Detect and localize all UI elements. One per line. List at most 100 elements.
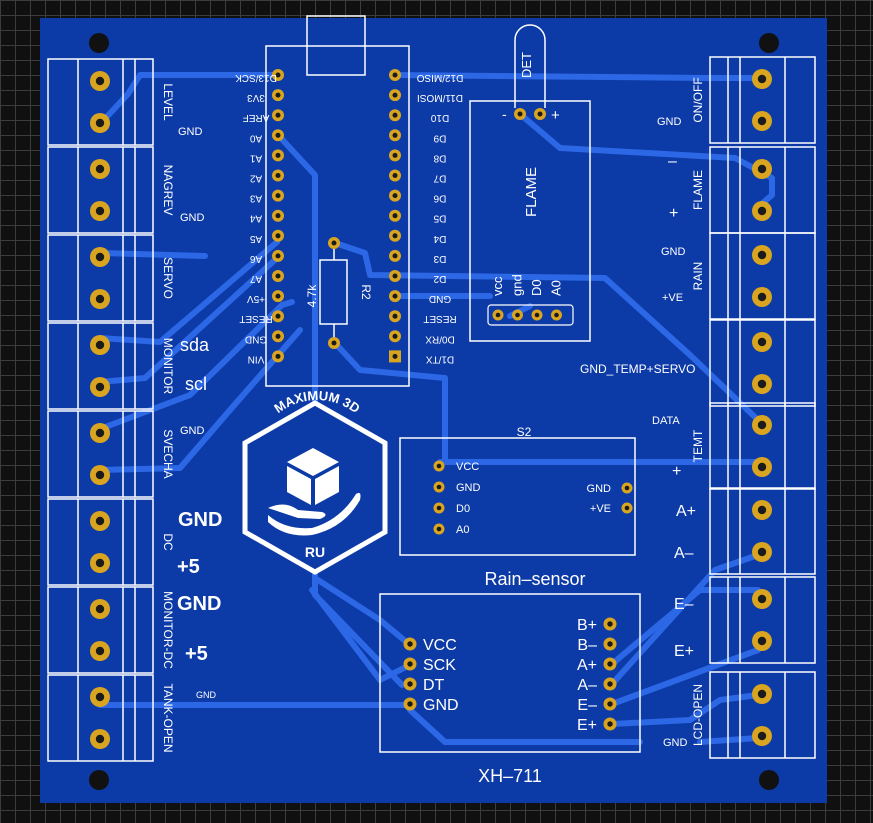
hx711-right-pin-pad bbox=[603, 637, 617, 651]
hx711-right-pin-label: B+ bbox=[577, 617, 597, 634]
terminal-pad bbox=[90, 465, 110, 485]
rain-left-pin-pad bbox=[433, 481, 445, 493]
hx711-left-pin-label: VCC bbox=[423, 637, 457, 654]
nano-right-pin-label: RESET bbox=[423, 313, 456, 324]
nano-right-pin-label: D11/MOSI bbox=[417, 92, 463, 103]
nano-left-pin-pad bbox=[272, 69, 284, 81]
mdc-gnd-label: GND bbox=[177, 593, 221, 615]
hx711-right-pin-label: B– bbox=[577, 637, 597, 654]
hx711-right-pin-label: E+ bbox=[577, 717, 597, 734]
nano-right-pin-label: D3 bbox=[433, 253, 446, 264]
flame-plus-label: + bbox=[551, 107, 560, 124]
terminal-label: SERVO bbox=[161, 257, 175, 299]
terminal-label: NAGREV bbox=[161, 165, 175, 216]
hx711-right-pin-pad bbox=[603, 617, 617, 631]
flame-pin-label: D0 bbox=[529, 279, 544, 296]
nano-right-pin-pad bbox=[389, 229, 401, 242]
right-side-labels: GND – + GND +VE GND_TEMP+SERVO DATA + A+… bbox=[580, 116, 696, 749]
terminal-pad bbox=[752, 245, 772, 265]
terminal-label: FLAME bbox=[691, 170, 705, 210]
nano-left-pin-pad bbox=[272, 270, 284, 282]
rain-sensor-footprint: S2 Rain–sensor bbox=[399, 425, 636, 589]
nagrev-gnd-label: GND bbox=[180, 212, 205, 224]
terminal-pad bbox=[90, 687, 110, 707]
data-label: DATA bbox=[652, 415, 680, 427]
rain-left-pin-label: A0 bbox=[456, 524, 469, 536]
flame-pin-label: A0 bbox=[549, 280, 564, 296]
terminal-pad bbox=[752, 332, 772, 352]
terminal-pad bbox=[752, 415, 772, 435]
mounting-holes bbox=[89, 33, 779, 790]
terminal-block-right-2: RAIN bbox=[691, 232, 816, 320]
nano-left-pin-pad bbox=[272, 169, 284, 182]
terminal-pad bbox=[752, 69, 772, 89]
terminal-block-left-0: LEVEL bbox=[47, 58, 175, 146]
level-gnd-label: GND bbox=[178, 126, 203, 138]
terminal-label: ON/OFF bbox=[691, 77, 705, 122]
nano-right-pin-label: D10 bbox=[430, 112, 449, 123]
terminal-label: SVECHA bbox=[161, 429, 175, 478]
nano-right-pin-pad bbox=[389, 310, 401, 323]
terminal-pad bbox=[90, 113, 110, 133]
terminal-pad bbox=[752, 287, 772, 307]
terminal-block-left-1: NAGREV bbox=[47, 146, 175, 234]
nano-left-pin-pad bbox=[272, 149, 284, 162]
flame-plus-terminal-label: + bbox=[669, 205, 678, 222]
nano-left-pin-label: D13/SCK bbox=[235, 72, 277, 83]
terminal-label: TEMT bbox=[691, 429, 705, 462]
flame-pin-pad bbox=[551, 309, 562, 321]
terminal-label: DC bbox=[161, 533, 175, 551]
nano-left-pins: D13/SCK3V3AREFA0A1A2A3A4A5A6A7+5VRESETGN… bbox=[235, 69, 284, 364]
hx711-left-pin-label: SCK bbox=[423, 657, 456, 674]
rain-left-pin-label: VCC bbox=[456, 461, 479, 473]
terminal-pad bbox=[90, 729, 110, 749]
terminal-pad bbox=[90, 201, 110, 221]
terminal-block-left-4: SVECHA bbox=[47, 410, 175, 498]
terminal-label: MONITOR-DC bbox=[161, 591, 175, 669]
nano-left-pin-label: RESET bbox=[239, 313, 272, 324]
terminal-pad bbox=[752, 726, 772, 746]
rain-left-pin-label: GND bbox=[456, 482, 481, 494]
terminal-pad bbox=[90, 641, 110, 661]
temt-plus-label: + bbox=[672, 463, 681, 480]
hx711-footprint: XH–711 bbox=[379, 593, 641, 786]
terminal-block-left-3: MONITOR bbox=[47, 322, 175, 410]
sda-label: sda bbox=[180, 335, 210, 355]
nano-right-pin-pad bbox=[389, 129, 401, 142]
arduino-nano-footprint bbox=[265, 15, 410, 387]
terminal-pad bbox=[90, 289, 110, 309]
terminal-label: TANK-OPEN bbox=[161, 683, 175, 752]
nano-right-pin-pad bbox=[389, 330, 401, 343]
terminal-pad bbox=[90, 377, 110, 397]
nano-square-pin-pad bbox=[389, 350, 401, 363]
terminal-block-left-5: DC bbox=[47, 498, 175, 586]
nano-left-pin-label: A3 bbox=[249, 193, 262, 204]
terminal-pad bbox=[752, 159, 772, 179]
nano-left-pin-label: A5 bbox=[249, 233, 262, 244]
a-minus-label: A– bbox=[674, 545, 694, 562]
terminal-block-right-6 bbox=[709, 576, 816, 664]
flame-title: FLAME bbox=[523, 167, 540, 217]
nano-left-pin-pad bbox=[272, 209, 284, 222]
nano-left-pin-pad bbox=[272, 229, 284, 242]
e-plus-label: E+ bbox=[674, 643, 694, 660]
terminal-block-left-7: TANK-OPEN bbox=[47, 674, 175, 762]
terminal-block-left-6: MONITOR-DC bbox=[47, 586, 175, 674]
rain-right-pin-label: GND bbox=[587, 483, 612, 495]
rain-caption: Rain–sensor bbox=[484, 569, 585, 589]
hx711-left-pin-label: GND bbox=[423, 697, 459, 714]
rain-left-pin-label: D0 bbox=[456, 503, 470, 515]
maximum-3d-logo: MAXIMUM 3D RU bbox=[242, 388, 388, 575]
nano-left-pin-pad bbox=[272, 330, 284, 343]
nano-left-pin-pad bbox=[272, 350, 284, 363]
resistor-value: 4.7k bbox=[305, 284, 319, 308]
left-terminal-blocks: LEVEL NAGREV SERVO MONITOR SVECHA DC MONITOR-D… bbox=[47, 58, 175, 762]
nano-right-pin-label: D8 bbox=[433, 152, 446, 163]
nano-right-pin-pad bbox=[389, 270, 401, 282]
nano-right-pin-pad bbox=[389, 249, 401, 262]
terminal-pad bbox=[752, 631, 772, 651]
flame-pin-pad bbox=[531, 309, 543, 321]
nano-right-pin-label: D4 bbox=[433, 233, 446, 244]
